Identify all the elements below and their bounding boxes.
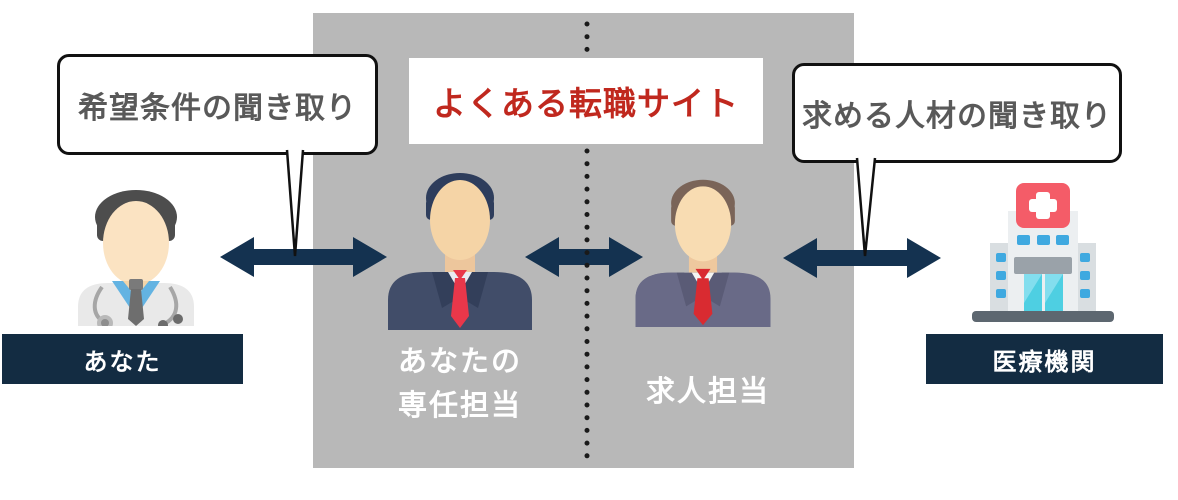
right-speech-bubble: 求める人材の聞き取り — [792, 63, 1122, 163]
site-title-band: よくある転職サイト — [409, 58, 763, 144]
site-title: よくある転職サイト — [433, 85, 739, 122]
right-speech-bubble-text: 求める人材の聞き取り — [802, 100, 1112, 133]
candidate-label: あなた — [83, 348, 162, 376]
businessman-agent-icon — [388, 173, 532, 330]
dedicated-agent-label: あなたの 専任担当 — [397, 346, 522, 422]
recruiting-agent-label: 求人担当 — [645, 376, 770, 408]
left-speech-bubble-text: 希望条件の聞き取り — [78, 91, 357, 125]
medical-institution-label: 医療機関 — [992, 348, 1097, 376]
doctor-icon — [78, 190, 194, 326]
businessman-recruiter-icon — [635, 179, 771, 327]
hospital-icon — [972, 183, 1114, 322]
candidate-label-banner: あなた — [2, 334, 243, 384]
left-speech-bubble: 希望条件の聞き取り — [57, 54, 378, 155]
medical-institution-label-banner: 医療機関 — [926, 334, 1163, 384]
